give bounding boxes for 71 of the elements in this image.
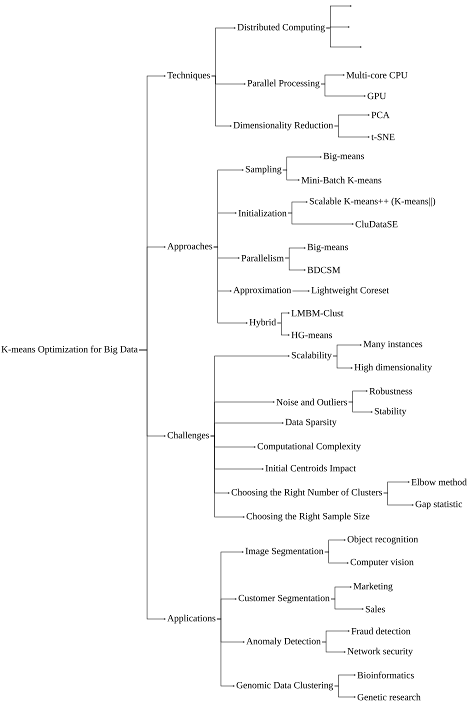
arrow [322, 642, 346, 653]
node-label: Dimensionality Reduction [233, 122, 334, 130]
arrow [292, 290, 310, 292]
arrow [288, 212, 354, 225]
node-label: Initialization [238, 210, 287, 216]
node-label: Genetic research [358, 694, 421, 700]
node-label: Big-means [323, 152, 364, 162]
arrow [334, 686, 356, 698]
node-label: Scalability [292, 352, 332, 360]
arrow [216, 618, 235, 687]
node-label: HG-means [291, 332, 332, 338]
arrow [334, 126, 370, 138]
node-label: Parallel Processing [247, 80, 320, 88]
arrow [383, 492, 414, 506]
arrow [210, 436, 245, 518]
node-label: Computer vision [350, 558, 414, 568]
node-label: Sampling [246, 166, 282, 174]
arrow [214, 246, 248, 324]
node-label: Lightweight Coreset [311, 286, 389, 296]
node-label: Mini-Batch K-means [301, 176, 382, 184]
node-label: Approximation [233, 286, 292, 296]
node-label: Multi-core CPU [346, 72, 408, 78]
node-label: Techniques [167, 72, 210, 80]
node-label: Marketing [353, 582, 393, 592]
node-label: Challenges [168, 432, 210, 440]
node-label: GPU [368, 92, 386, 100]
node-label: Applications [167, 614, 216, 624]
node-label: Robustness [369, 388, 412, 394]
node-label: Scalable K-means++ (K-means||) [310, 198, 436, 206]
arrow [330, 598, 364, 610]
arrow [326, 28, 362, 48]
node-label: Elbow method [411, 478, 467, 486]
node-label: Big-means [307, 244, 348, 252]
node-label: Object recognition [348, 536, 418, 544]
arrow [277, 322, 290, 336]
node-label: Genomic Data Clustering [236, 682, 334, 690]
node-label: BDCSM [307, 266, 340, 274]
node-label: Noise and Outliers [276, 398, 348, 406]
node-label: Parallelism [241, 254, 284, 262]
node-label: Stability [374, 408, 406, 416]
node-label: Choosing the Right Sample Size [246, 512, 370, 522]
node-label: Approaches [167, 242, 212, 252]
arrow [348, 402, 373, 413]
node-label: Initial Centroids Impact [266, 464, 356, 474]
arrow [211, 76, 232, 127]
node-label: Customer Segmentation [238, 594, 330, 604]
root-label: K-means Optimization for Big Data [1, 346, 138, 354]
node-label: PCA [371, 112, 390, 118]
node-label: Data Sparsity [285, 418, 337, 428]
node-label: Sales [366, 606, 385, 612]
node-label: Bioinformatics [357, 672, 414, 678]
arrow [138, 350, 166, 620]
node-label: Anomaly Detection [246, 638, 321, 646]
node-label: Fraud detection [351, 628, 410, 634]
node-label: Gap statistic [416, 500, 462, 510]
node-label: t-SNE [371, 134, 394, 140]
node-label: High dimensionality [354, 364, 432, 372]
arrow [284, 258, 306, 271]
node-label: Distributed Computing [237, 24, 325, 32]
arrow [324, 552, 349, 564]
arrow [320, 84, 366, 97]
node-label: Many instances [363, 340, 422, 350]
node-label: Image Segmentation [246, 548, 324, 556]
node-label: Computational Complexity [258, 442, 361, 452]
node-label: CluDataSE [356, 220, 398, 228]
arrow [332, 356, 353, 369]
arrow [282, 170, 300, 181]
node-label: Hybrid [249, 318, 276, 328]
node-label: Choosing the Right Number of Clusters [232, 488, 382, 498]
node-label: LMBM-Clust [291, 310, 344, 316]
node-label: Network security [347, 648, 413, 656]
